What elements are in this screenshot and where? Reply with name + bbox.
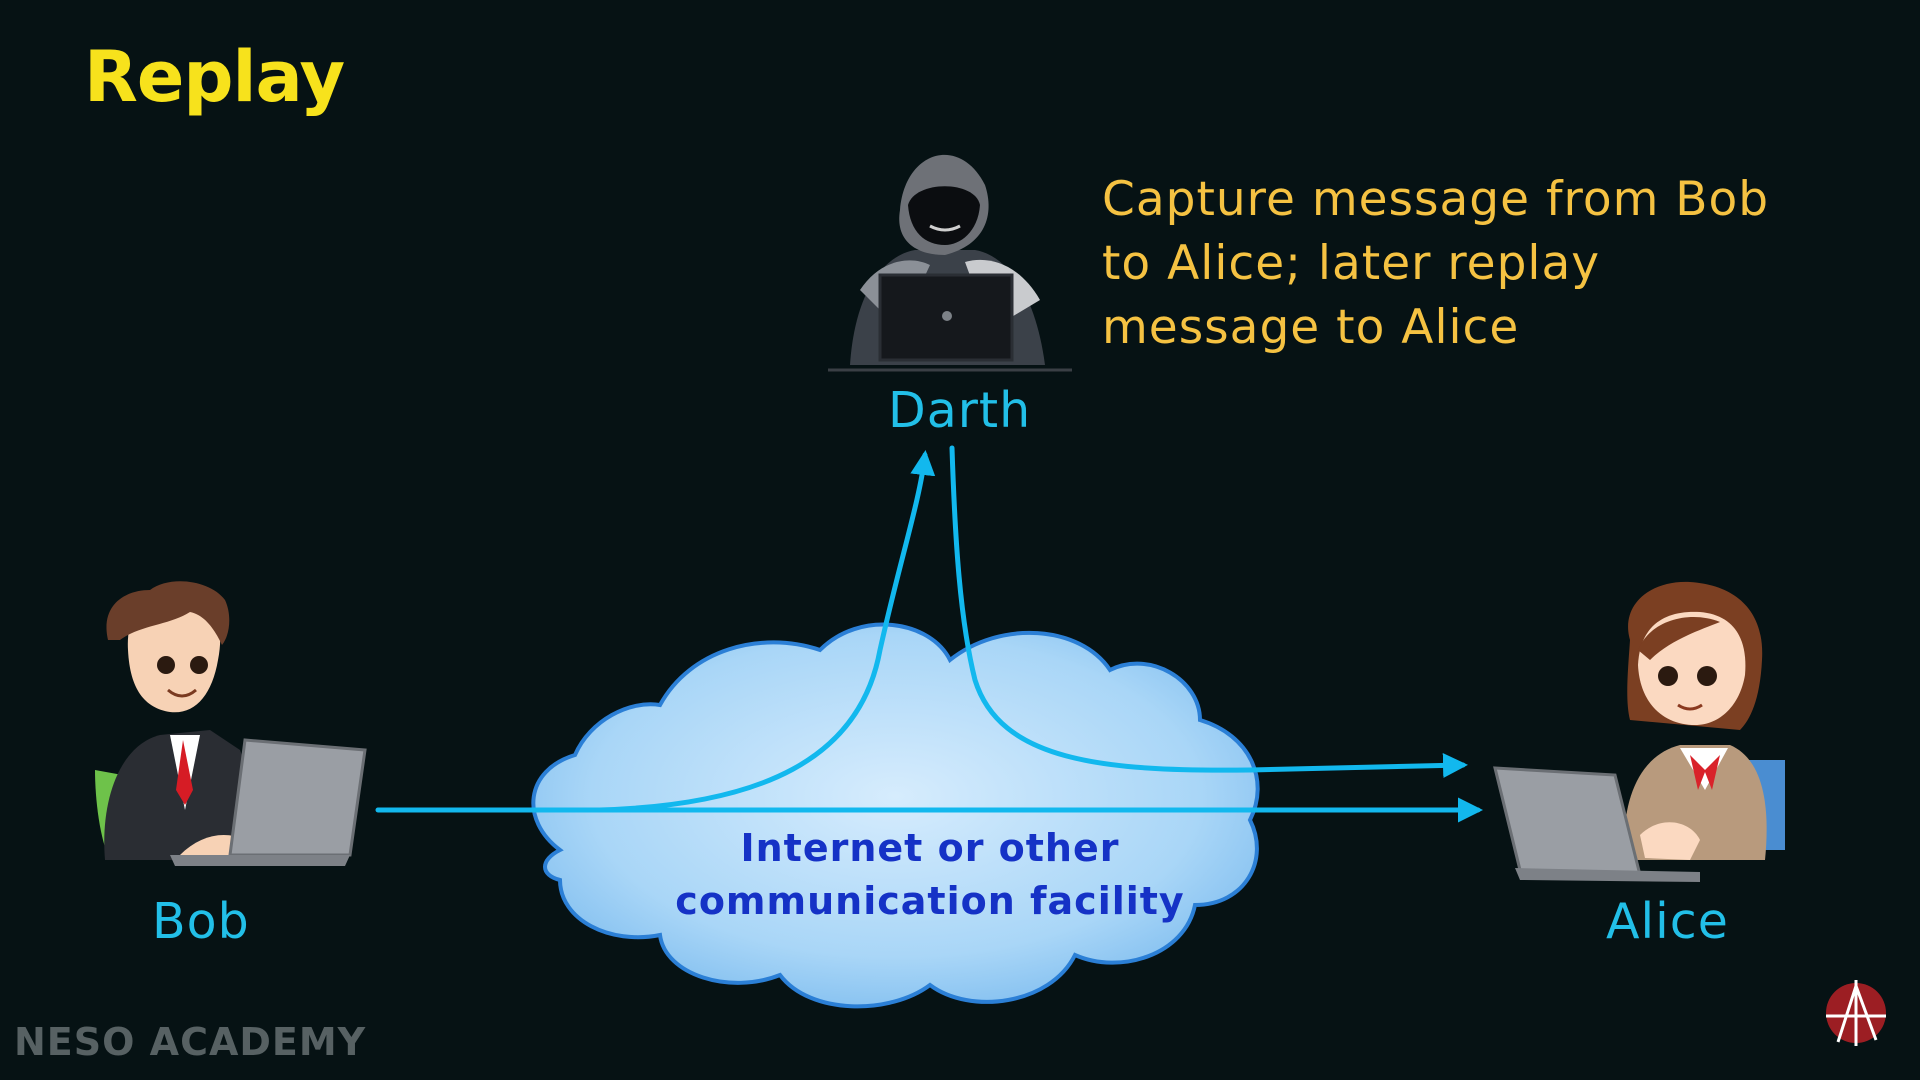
message-arrows xyxy=(375,445,1483,823)
bob-to-darth-arrow xyxy=(597,450,936,813)
neso-academy-logo xyxy=(1826,980,1886,1046)
darth-label: Darth xyxy=(888,382,1032,439)
watermark: NESO ACADEMY xyxy=(14,1020,367,1064)
cloud-caption: Internet or other communication facility xyxy=(675,826,1185,923)
cloud-icon xyxy=(531,622,1260,1009)
slide-title: Replay xyxy=(84,36,345,118)
alice-label: Alice xyxy=(1606,893,1729,950)
attack-description: Capture message from Bob to Alice; later… xyxy=(1102,172,1770,355)
bob-avatar xyxy=(95,581,367,866)
hacker-icon xyxy=(828,154,1072,372)
alice-avatar xyxy=(1493,581,1785,882)
bob-label: Bob xyxy=(152,893,250,950)
darth-to-alice-arrow xyxy=(949,445,1468,778)
